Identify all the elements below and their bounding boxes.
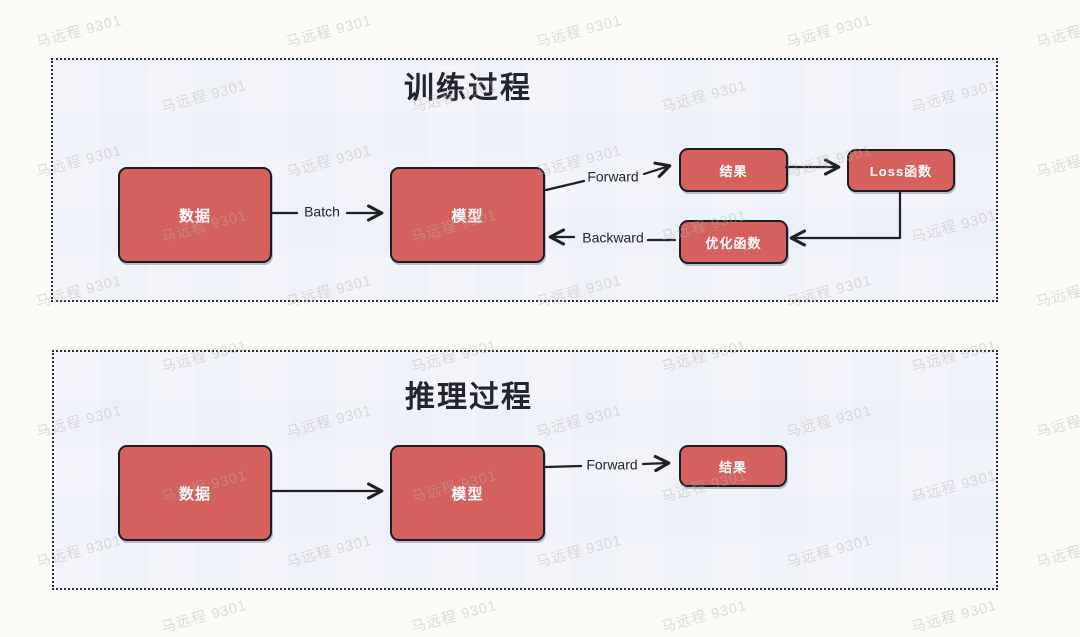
watermark-text: 马远程 9301 [909,597,999,637]
watermark-text: 马远程 9301 [1034,143,1080,182]
watermark-text: 马远程 9301 [659,597,749,637]
training-node-model: 模型 [390,167,545,263]
watermark-text: 马远程 9301 [159,597,249,637]
training-node-result: 结果 [679,148,788,192]
inference-node-data: 数据 [118,445,272,541]
watermark-text: 马远程 9301 [534,12,624,52]
watermark-text: 马远程 9301 [1034,273,1080,312]
watermark-text: 马远程 9301 [1034,403,1080,442]
inference-title: 推理过程 [405,381,533,414]
training-node-optimizer: 优化函数 [679,220,788,264]
watermark-text: 马远程 9301 [784,12,874,52]
watermark-text: 马远程 9301 [409,597,499,637]
inference-node-model: 模型 [390,445,545,541]
inference-node-result: 结果 [679,445,787,487]
inference-section: 推理过程 数据 模型 结果 [52,350,998,590]
training-section: 训练过程 数据 模型 结果 Loss函数 优化函数 [51,58,998,302]
training-title: 训练过程 [404,72,532,105]
watermark-text: 马远程 9301 [1034,533,1080,572]
watermark-text: 马远程 9301 [1034,13,1080,52]
watermark-text: 马远程 9301 [284,12,374,52]
training-node-loss: Loss函数 [847,149,955,192]
watermark-text: 马远程 9301 [34,12,124,52]
training-node-data: 数据 [118,167,272,263]
